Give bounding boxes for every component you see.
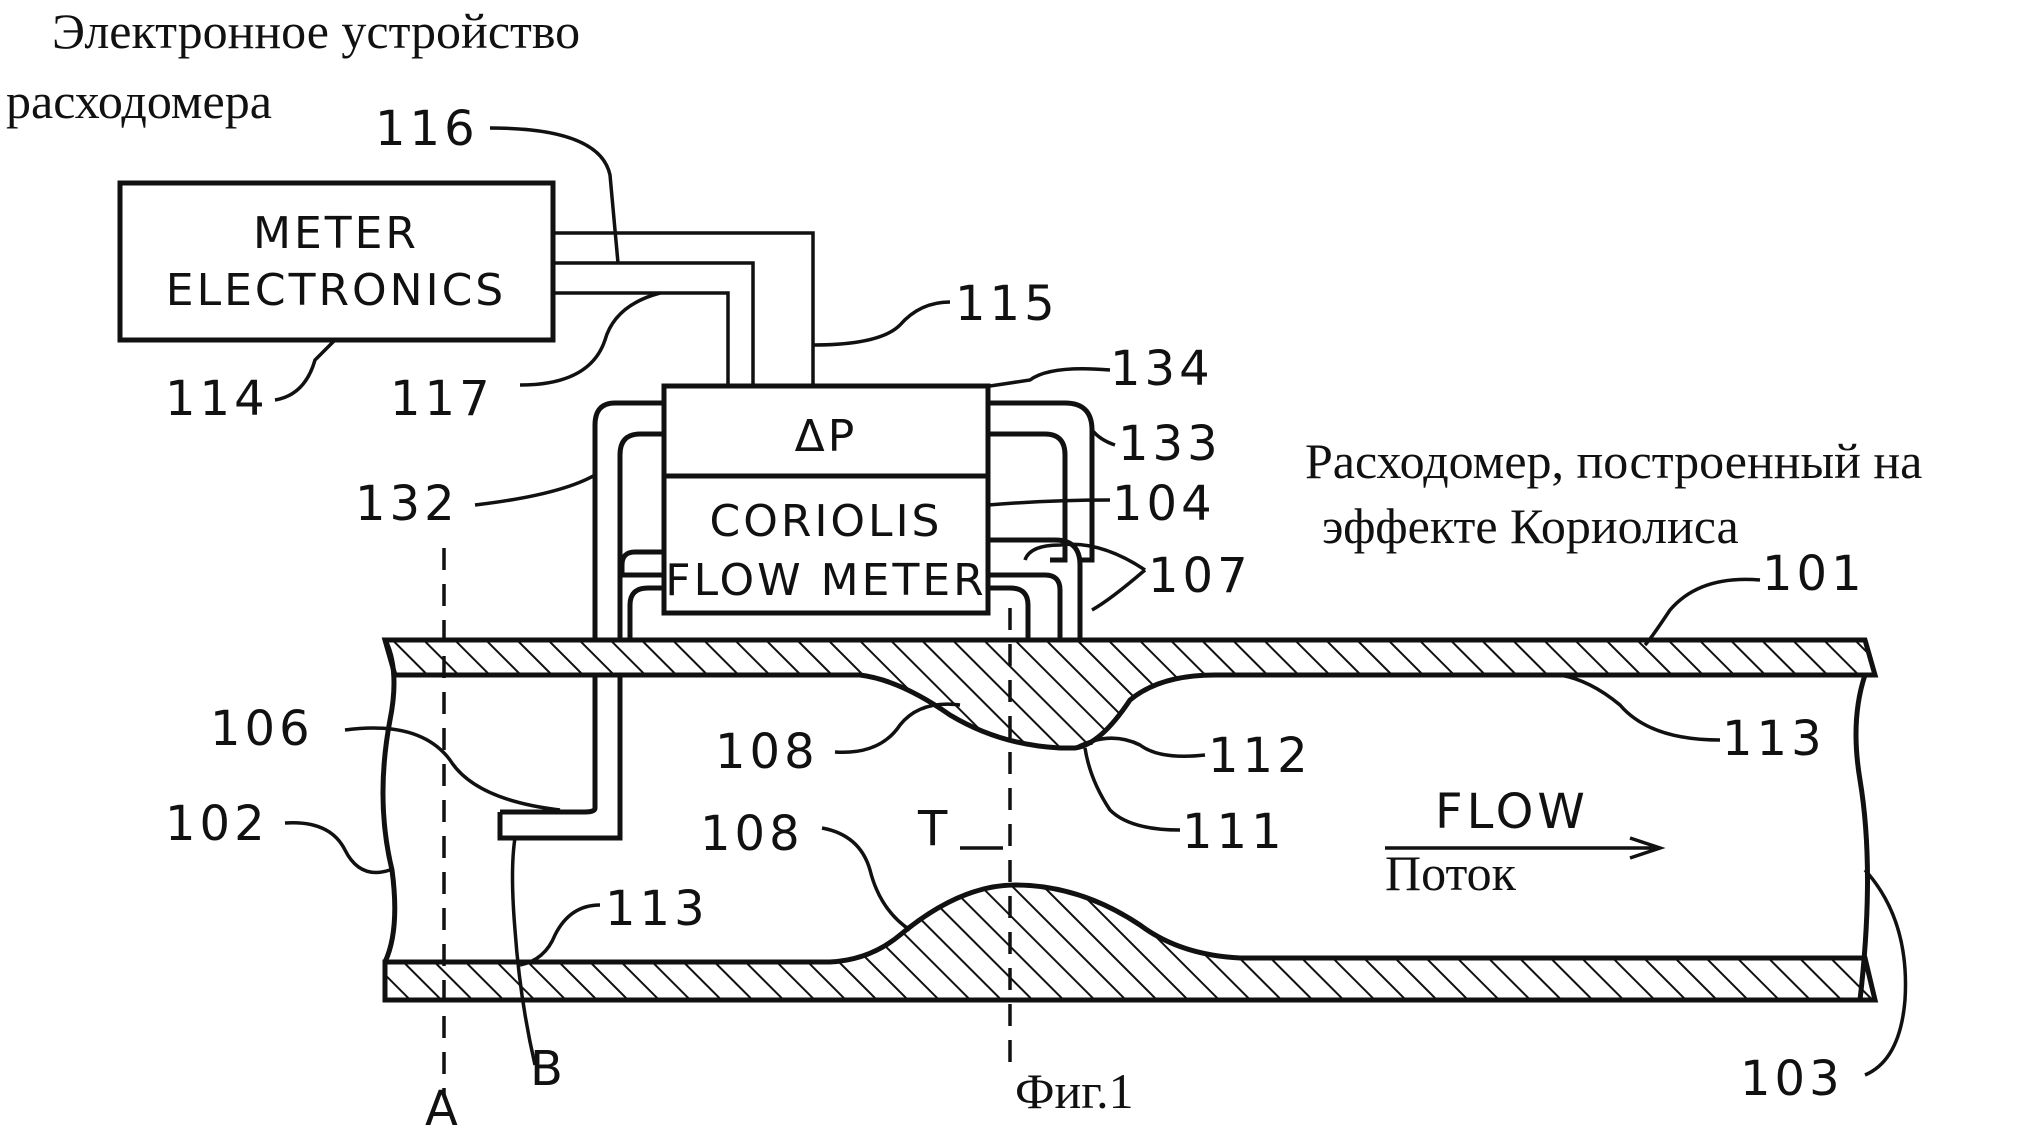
leader-113a [1560, 675, 1720, 740]
ref-102: 102 [165, 796, 269, 852]
meter-electronics-line2: ELECTRONICS [166, 265, 506, 316]
ref-115: 115 [955, 276, 1059, 332]
ref-101: 101 [1762, 546, 1866, 602]
leader-114 [275, 340, 335, 400]
leader-107b [1092, 570, 1145, 610]
ref-117: 117 [390, 371, 494, 427]
coriolis-line2: FLOW METER [665, 555, 986, 606]
leader-113b [520, 905, 600, 965]
leader-115 [813, 302, 950, 345]
ref-134: 134 [1110, 341, 1214, 397]
flow-label: FLOW [1435, 784, 1589, 840]
leader-111 [1085, 748, 1180, 830]
pipe-top-wall [385, 640, 1875, 748]
ref-107: 107 [1148, 548, 1252, 604]
coriolis-line1: CORIOLIS [710, 496, 943, 547]
ref-114: 114 [165, 371, 269, 427]
leader-102 [285, 823, 390, 873]
leader-103 [1865, 870, 1906, 1075]
ref-104: 104 [1112, 476, 1216, 532]
leader-106 [345, 728, 560, 810]
meter-electronics-line1: METER [253, 208, 419, 259]
ref-132: 132 [355, 476, 459, 532]
figure-caption: Фиг.1 [1015, 1063, 1134, 1119]
flow-tube-left-outer [622, 552, 664, 575]
leader-b [513, 838, 536, 1065]
leader-134 [990, 369, 1110, 386]
ref-112: 112 [1208, 728, 1312, 784]
tube-132-outer [500, 403, 664, 812]
pipe-right-end [1856, 675, 1868, 1000]
ref-108-upper: 108 [715, 724, 819, 780]
meter-caption-line1: Расходомер, построенный на [1305, 433, 1922, 489]
ref-108-lower: 108 [700, 806, 804, 862]
ref-113-upper: 113 [1722, 711, 1826, 767]
delta-p-label: ΔP [795, 411, 858, 462]
tube-132-inner [500, 434, 664, 838]
ref-103: 103 [1740, 1051, 1844, 1107]
ref-113-lower: 113 [605, 881, 709, 937]
ref-a: A [425, 1081, 462, 1131]
flow-tube-left-lower [630, 588, 664, 640]
electronics-caption-line1: Электронное устройство [52, 3, 580, 59]
ref-133: 133 [1118, 416, 1222, 472]
ref-b: B [530, 1041, 567, 1097]
ref-116: 116 [375, 101, 479, 157]
leader-133 [1092, 430, 1115, 445]
leader-112 [1075, 738, 1205, 756]
flow-caption-ru: Поток [1385, 845, 1517, 901]
ref-106: 106 [210, 701, 314, 757]
ref-111: 111 [1182, 804, 1286, 860]
flow-tube-right-b [988, 575, 1060, 640]
meter-electronics-box [120, 183, 553, 340]
flow-tube-mid [988, 588, 1028, 640]
ref-t: T [917, 801, 951, 857]
leader-107a [1025, 544, 1145, 570]
leader-108b [822, 828, 910, 930]
leader-101 [1645, 579, 1760, 645]
leader-132 [475, 475, 595, 505]
tube-133-outer [988, 403, 1092, 560]
electronics-caption-line2: расходомера [6, 73, 272, 129]
meter-caption-line2: эффекте Кориолиса [1322, 498, 1739, 554]
pipe-left-end [383, 640, 395, 962]
